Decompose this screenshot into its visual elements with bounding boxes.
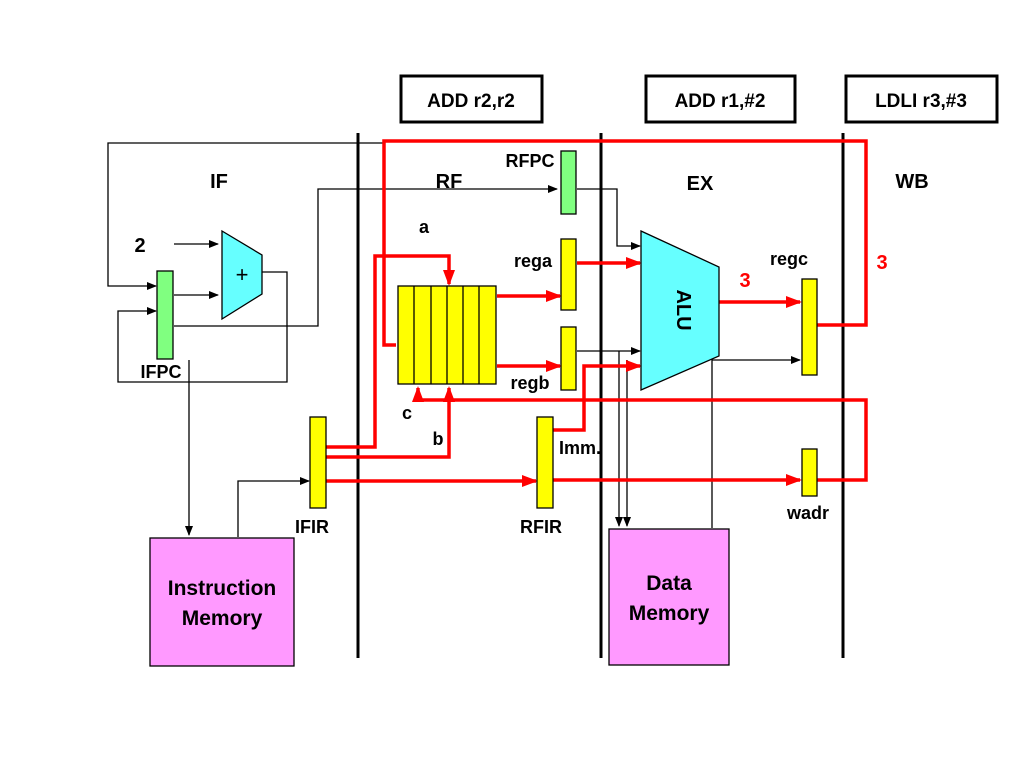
wire-branch-to-ifpc bbox=[107, 142, 385, 290]
wire-rfpc-to-alu bbox=[577, 188, 641, 250]
data-memory-label-line2: Memory bbox=[629, 602, 710, 625]
value-wb-label: 3 bbox=[876, 252, 887, 274]
rfpc-label: RFPC bbox=[506, 151, 555, 171]
wire-ifpc-to-rfpc bbox=[174, 185, 558, 327]
adder-symbol: + bbox=[236, 262, 249, 287]
wire-imem-to-ifir bbox=[237, 477, 310, 537]
rfir-label: RFIR bbox=[520, 517, 562, 537]
port-c-label: c bbox=[402, 403, 412, 423]
wire-adder-to-ifpc bbox=[117, 271, 288, 383]
red-writeback-loop bbox=[382, 139, 868, 347]
instruction-memory-label-line1: Instruction bbox=[168, 577, 277, 600]
instruction-wb-text: LDLI r3,#3 bbox=[875, 91, 967, 112]
instruction-memory-label-line2: Memory bbox=[182, 607, 263, 630]
instruction-box-rf: ADD r2,r2 bbox=[399, 74, 544, 124]
ifpc-label: IFPC bbox=[140, 362, 181, 382]
instruction-rf-text: ADD r2,r2 bbox=[427, 91, 515, 112]
wadr-label: wadr bbox=[786, 503, 829, 523]
wadr-register bbox=[801, 448, 818, 497]
instruction-memory bbox=[149, 537, 295, 667]
rega-label: rega bbox=[514, 251, 553, 271]
rega-register bbox=[560, 238, 577, 311]
red-ifir-to-a bbox=[326, 254, 455, 449]
regc-label: regc bbox=[770, 249, 808, 269]
instruction-box-wb: LDLI r3,#3 bbox=[844, 74, 999, 124]
value-ex-label: 3 bbox=[739, 270, 750, 292]
stage-label-ex: EX bbox=[687, 173, 714, 195]
data-memory-label-line1: Data bbox=[646, 572, 692, 595]
ifir-register bbox=[309, 416, 327, 509]
stage-label-rf: RF bbox=[436, 171, 463, 193]
stage-label-wb: WB bbox=[895, 171, 928, 193]
regb-label: regb bbox=[510, 373, 549, 393]
register-file bbox=[397, 285, 497, 385]
port-b-label: b bbox=[433, 429, 444, 449]
alu-unit bbox=[640, 229, 720, 391]
red-paths bbox=[326, 139, 868, 487]
red-imm-to-alu bbox=[553, 360, 642, 432]
imm-label: Imm. bbox=[559, 438, 601, 458]
port-a-label: a bbox=[419, 217, 430, 237]
red-wadr-to-c bbox=[412, 386, 868, 482]
data-memory bbox=[608, 528, 730, 666]
rfpc-register bbox=[560, 150, 577, 215]
wire-dmem-to-regc bbox=[711, 356, 801, 528]
ifir-label: IFIR bbox=[295, 517, 329, 537]
regc-register bbox=[801, 278, 818, 376]
rfir-register bbox=[536, 416, 554, 509]
stage-label-if: IF bbox=[210, 171, 228, 193]
instruction-box-ex: ADD r1,#2 bbox=[644, 74, 797, 124]
black-wires bbox=[107, 142, 801, 537]
red-ifir-to-b bbox=[326, 386, 455, 459]
alu-label: ALU bbox=[672, 289, 694, 330]
instruction-ex-text: ADD r1,#2 bbox=[675, 91, 766, 112]
adder-unit bbox=[221, 229, 263, 321]
regb-register bbox=[560, 326, 577, 391]
ifpc-register bbox=[156, 270, 174, 360]
constant-two-label: 2 bbox=[134, 235, 145, 257]
